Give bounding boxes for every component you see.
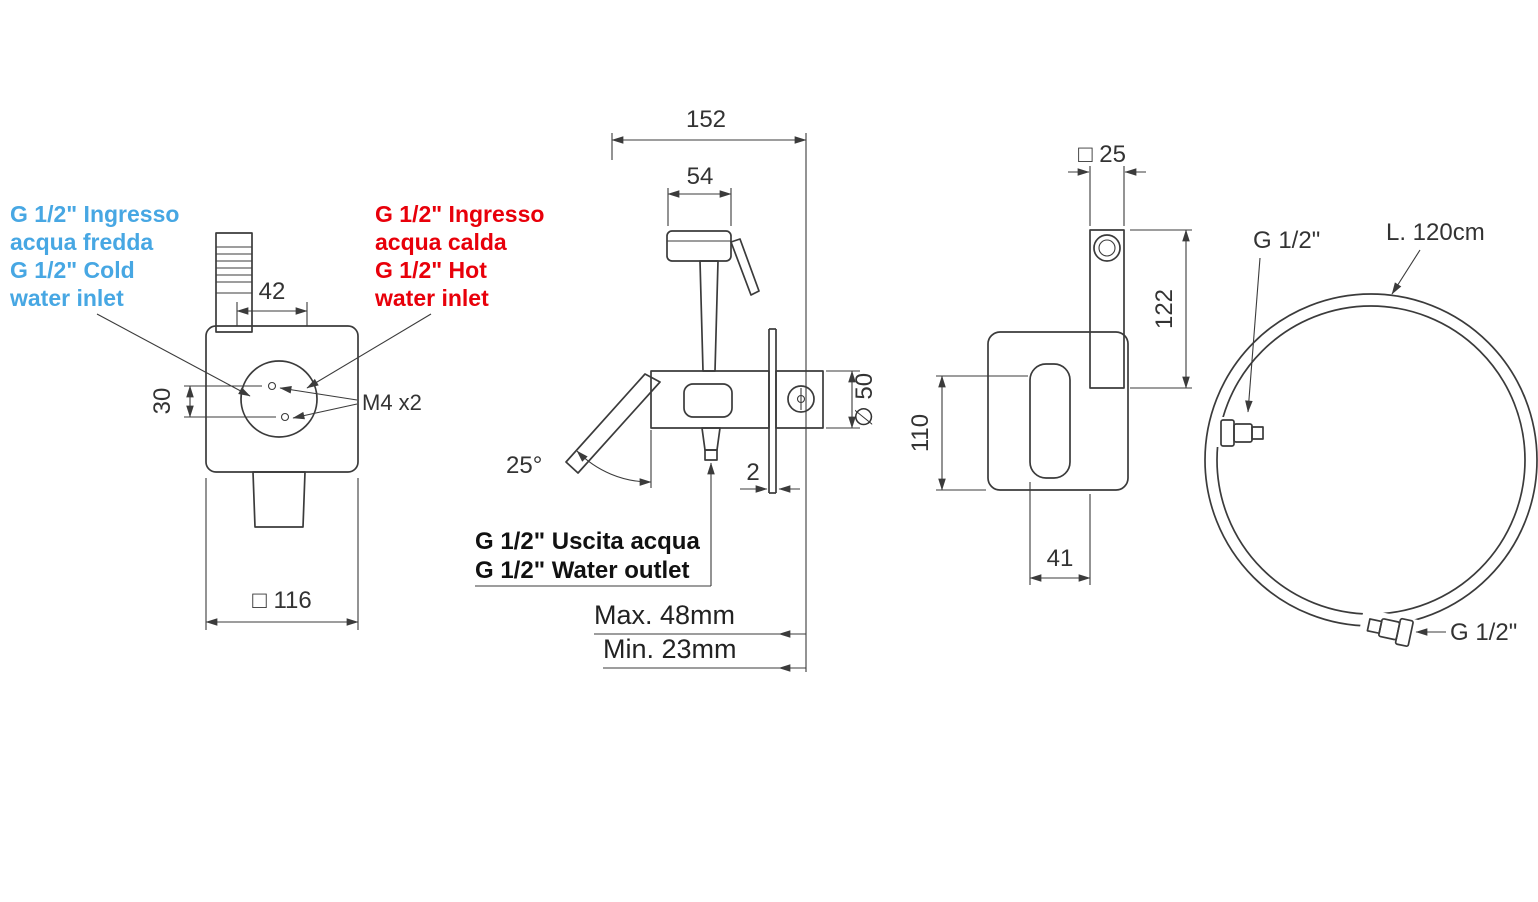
water-outlet-callout: G 1/2" Uscita acqua G 1/2" Water outlet	[475, 462, 715, 587]
hose-connector-bottom	[1357, 608, 1419, 650]
dim-total-depth: 152	[611, 106, 807, 672]
dim-30-text: 30	[149, 388, 176, 415]
spray-head	[666, 230, 732, 262]
spray-trigger	[730, 238, 760, 296]
cold-inlet-leader	[96, 313, 251, 397]
dim-54-text: 54	[687, 163, 714, 190]
lever-angle: 25°	[506, 430, 652, 488]
front-view: 42 30 □ 116 M4 x2 G 1/2" Ingresso acqua …	[9, 201, 544, 630]
hose-connector-left	[1216, 417, 1266, 447]
dim-plate-thickness: 2	[740, 459, 800, 493]
dim-rosette-diameter: ∅ 50	[826, 370, 878, 429]
front-view-screw-bottom	[280, 412, 290, 422]
front-view-handle	[215, 232, 253, 333]
dim-116-text: □ 116	[252, 587, 311, 614]
dim-body-height: 110	[907, 375, 1028, 491]
hose-length-text: L. 120cm	[1386, 219, 1485, 246]
in-wall-body	[775, 370, 824, 429]
front-view-screw-top	[267, 381, 277, 391]
hot-inlet-line3: G 1/2" Hot	[375, 257, 487, 283]
dim-inlet-spacing-v: 30	[149, 385, 276, 418]
mixer-body-rect	[650, 370, 770, 429]
dim-holder-width: □ 25	[1068, 141, 1146, 226]
cold-inlet-line1: G 1/2" Ingresso	[10, 201, 179, 227]
hose-outer-circle	[1204, 293, 1538, 627]
screw-callout-text: M4 x2	[362, 390, 422, 415]
dim-152-text: 152	[686, 106, 726, 133]
hot-inlet-line2: acqua calda	[375, 229, 507, 255]
cold-inlet-label: G 1/2" Ingresso acqua fredda G 1/2" Cold…	[9, 201, 251, 397]
hot-inlet-leader	[306, 313, 432, 389]
side-view: 152 54 25°	[475, 106, 878, 672]
flex-hose: G 1/2" L. 120cm G 1/2"	[1204, 219, 1538, 650]
dim-spray-head: 54	[667, 163, 732, 226]
hose-thread-bottom-text: G 1/2"	[1450, 619, 1517, 646]
spray-body	[699, 260, 719, 372]
dim-handle-width: 41	[1029, 482, 1091, 585]
spray-holder-bar	[1089, 229, 1125, 389]
dim-122-text: 122	[1151, 289, 1178, 329]
hand-spray	[666, 230, 760, 372]
dim-42-text: 42	[259, 278, 286, 305]
front-view-plate	[205, 325, 359, 473]
in-wall-rect	[775, 370, 824, 429]
hot-inlet-line4: water inlet	[374, 285, 489, 311]
dim-25-text: □ 25	[1078, 141, 1126, 168]
outlet-spout-tip	[704, 449, 718, 461]
dim-41-text: 41	[1047, 545, 1074, 572]
min-wall-text: Min. 23mm	[603, 634, 737, 664]
hose-inner-circle	[1216, 305, 1526, 615]
dim-plate-size: □ 116	[205, 478, 359, 630]
outlet-spout	[701, 427, 721, 451]
rear-view: □ 25 122 110	[907, 141, 1192, 585]
mixer-lever	[565, 373, 661, 474]
spray-holder-ring	[683, 383, 733, 418]
front-view-outlet-block	[252, 471, 306, 528]
dim-110-text: 110	[907, 414, 934, 452]
max-wall-text: Max. 48mm	[594, 600, 735, 630]
water-outlet-line1: G 1/2" Uscita acqua	[475, 528, 700, 555]
cold-inlet-line4: water inlet	[9, 285, 124, 311]
hot-inlet-label: G 1/2" Ingresso acqua calda G 1/2" Hot w…	[306, 201, 544, 389]
hot-inlet-line1: G 1/2" Ingresso	[375, 201, 544, 227]
hose-thread-top-callout: G 1/2"	[1245, 227, 1320, 413]
water-outlet-line2: G 1/2" Water outlet	[475, 557, 690, 584]
angle-25-text: 25°	[506, 452, 542, 479]
dim-50-text: ∅ 50	[851, 373, 878, 427]
rear-view-plate	[987, 331, 1129, 491]
hose-thread-bottom-callout: G 1/2"	[1415, 619, 1517, 646]
mixer-body	[565, 370, 770, 474]
hose-length-callout: L. 120cm	[1386, 219, 1485, 295]
front-view-rosette	[240, 360, 318, 438]
wall-plate	[768, 328, 777, 494]
dim-holder-height: 122	[1130, 229, 1192, 389]
rear-view-handle	[1029, 363, 1071, 479]
hose-thread-top-text: G 1/2"	[1253, 227, 1320, 254]
wall-thickness-range: Max. 48mm Min. 23mm	[594, 600, 806, 672]
screw-callout: M4 x2	[279, 386, 422, 420]
cold-inlet-line3: G 1/2" Cold	[10, 257, 135, 283]
dim-inlet-spacing-h: 42	[236, 278, 308, 326]
in-wall-circle	[787, 385, 815, 413]
cold-inlet-line2: acqua fredda	[10, 229, 153, 255]
dim-2-text: 2	[746, 459, 759, 486]
